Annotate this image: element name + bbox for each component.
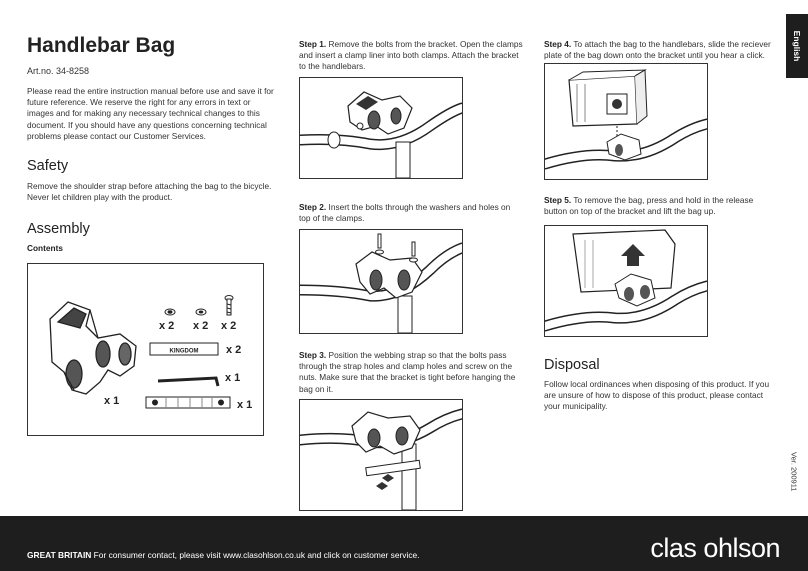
bolt-drawing [224, 295, 234, 316]
step-5-body: To remove the bag, press and hold in the… [544, 195, 754, 217]
clamp-liner-qty: x 2 [226, 344, 241, 356]
version-label: Ver. 200911 [789, 452, 798, 492]
step-3-label: Step 3. [299, 350, 327, 360]
footer-contact-text: For consumer contact, please visit www.c… [91, 550, 420, 560]
step-4-text: Step 4. To attach the bag to the handleb… [544, 39, 776, 61]
washer-qty: x 2 [193, 320, 208, 332]
strap-qty: x 1 [237, 399, 252, 411]
washer-drawing [195, 308, 207, 316]
bracket-drawing [49, 301, 137, 395]
footer: GREAT BRITAIN For consumer contact, plea… [0, 516, 808, 571]
intro-text: Please read the entire instruction manua… [27, 86, 274, 141]
step-3-text: Step 3. Position the webbing strap so th… [299, 350, 524, 395]
step-5-text: Step 5. To remove the bag, press and hol… [544, 195, 776, 217]
step-5-label: Step 5. [544, 195, 572, 205]
step-1-text: Step 1. Remove the bolts from the bracke… [299, 39, 524, 73]
allen-key-drawing [157, 376, 220, 387]
step-4-figure [544, 63, 708, 180]
safety-text: Remove the shoulder strap before attachi… [27, 181, 272, 203]
contents-illustration: x 1 x 2 x 2 x 2 KINGDOM x 2 x 1 [27, 263, 264, 436]
nut-drawing [164, 308, 176, 316]
step-4-body: To attach the bag to the handlebars, sli… [544, 39, 771, 61]
step-2-label: Step 2. [299, 202, 327, 212]
step-5-figure [544, 225, 708, 337]
contents-label: Contents [27, 243, 63, 253]
step-2-figure [299, 229, 463, 334]
page-title: Handlebar Bag [27, 34, 176, 57]
language-tab: English [786, 14, 808, 78]
bolt-qty: x 2 [221, 320, 236, 332]
safety-heading: Safety [27, 158, 69, 174]
step-1-body: Remove the bolts from the bracket. Open … [299, 39, 523, 72]
step-1-figure [299, 77, 463, 179]
parts-drawing: x 1 x 2 x 2 x 2 KINGDOM x 2 x 1 [49, 295, 252, 411]
footer-country: GREAT BRITAIN [27, 550, 92, 560]
step-1-label: Step 1. [299, 39, 327, 49]
disposal-heading: Disposal [544, 357, 600, 373]
nut-qty: x 2 [159, 320, 174, 332]
language-tab-label: English [792, 30, 802, 62]
bracket-qty: x 1 [104, 395, 119, 407]
step-3-body: Position the webbing strap so that the b… [299, 350, 516, 394]
step-3-figure [299, 399, 463, 511]
assembly-heading: Assembly [27, 221, 90, 237]
strap-drawing [145, 396, 231, 409]
footer-contact: GREAT BRITAIN For consumer contact, plea… [27, 550, 420, 560]
step-2-text: Step 2. Insert the bolts through the was… [299, 202, 524, 224]
clamp-liner-drawing [149, 342, 219, 356]
disposal-text: Follow local ordinances when disposing o… [544, 379, 770, 412]
article-number: Art.no. 34-8258 [27, 66, 90, 76]
allen-key-qty: x 1 [225, 372, 240, 384]
brand-logo: clas ohlson [650, 533, 780, 563]
step-4-label: Step 4. [544, 39, 572, 49]
clamp-liner-text: KINGDOM [170, 349, 199, 355]
step-2-body: Insert the bolts through the washers and… [299, 202, 511, 224]
